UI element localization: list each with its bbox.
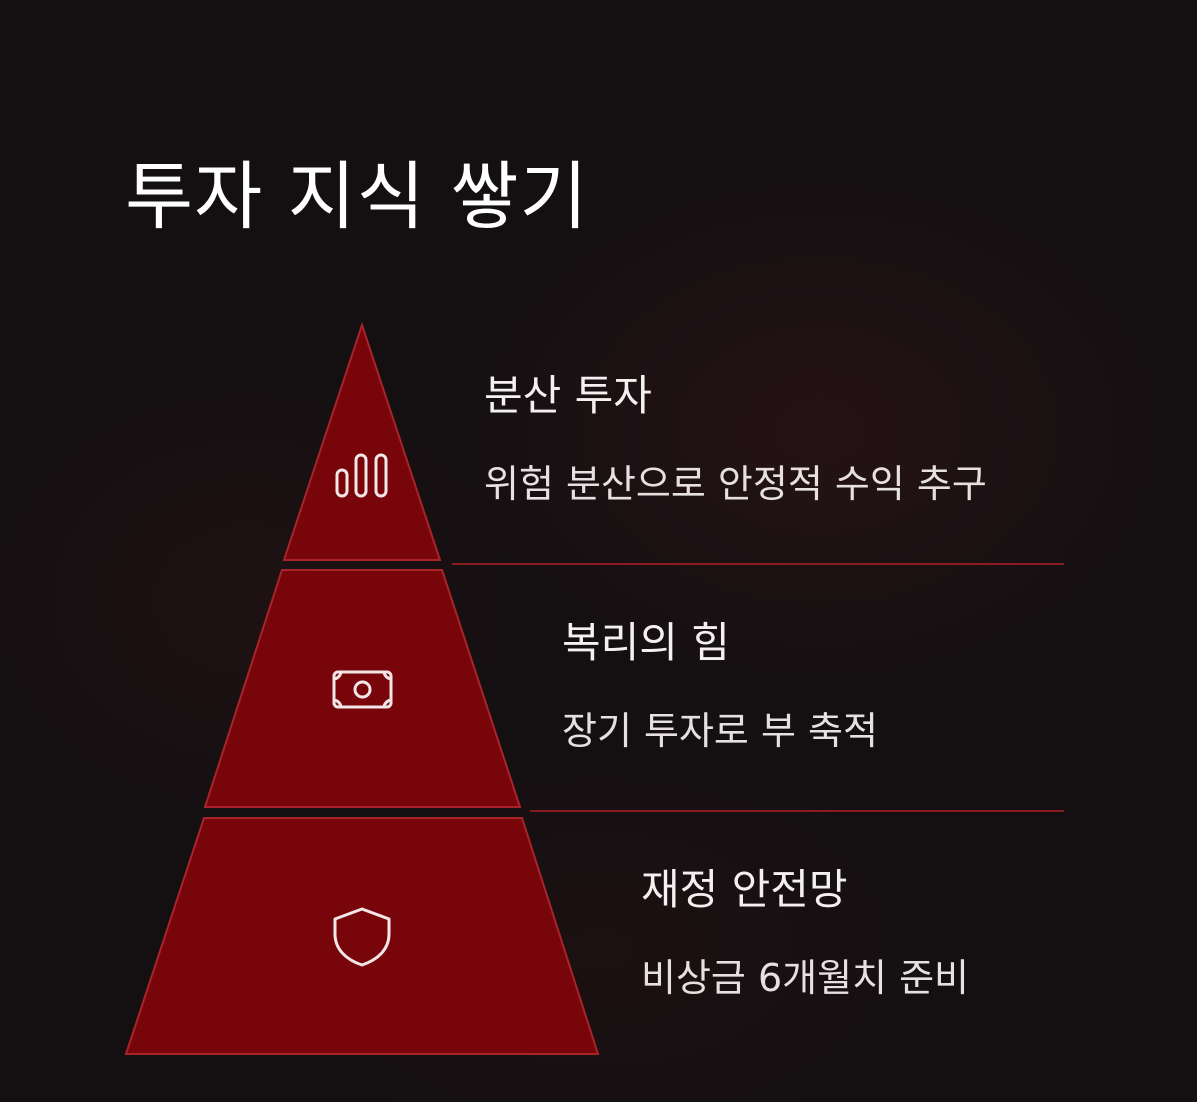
shield-icon [333,907,391,967]
tier-text-top: 분산 투자 위험 분산으로 안정적 수익 추구 [484,370,987,508]
tier-heading: 분산 투자 [484,371,652,420]
tier-text-middle: 복리의 힘 장기 투자로 부 축적 [562,617,878,755]
tier-description: 비상금 6개월치 준비 [641,956,970,1000]
banknote-icon [332,670,393,709]
pyramid-tier-top [282,321,442,561]
page-title: 투자 지식 쌓기 [125,154,589,240]
pyramid-tier-middle [203,569,522,808]
tier-heading: 복리의 힘 [562,618,730,667]
bar-chart-icon [335,453,388,498]
pyramid-tier-bottom [124,817,600,1055]
tier-heading: 재정 안전망 [641,865,848,914]
tier-description: 장기 투자로 부 축적 [562,709,878,753]
tier-description: 위험 분산으로 안정적 수익 추구 [484,462,987,506]
tier-text-bottom: 재정 안전망 비상금 6개월치 준비 [641,864,969,1002]
